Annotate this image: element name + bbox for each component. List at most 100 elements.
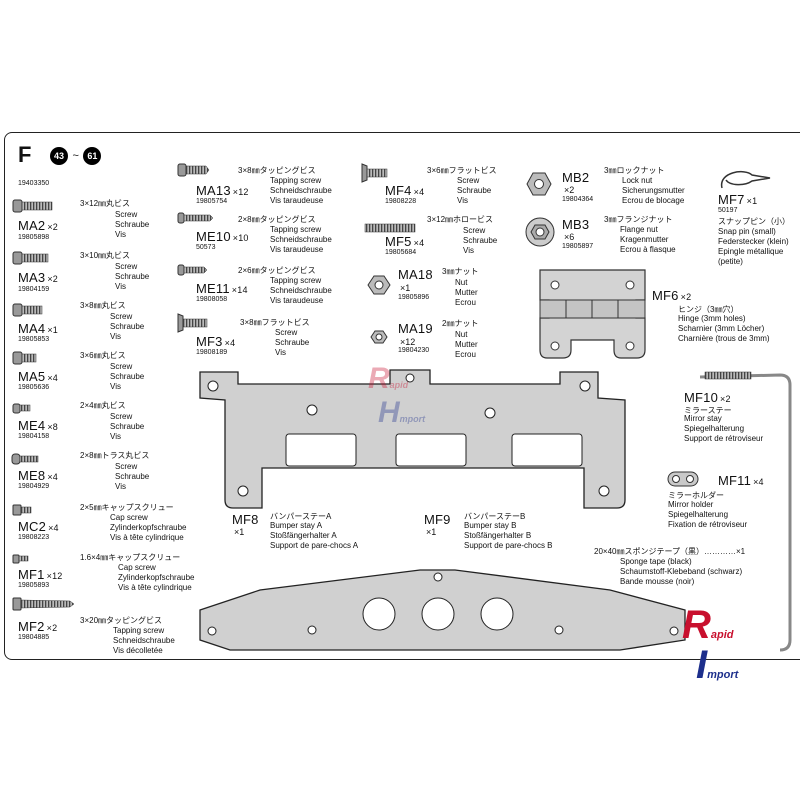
mf10-en: Mirror stay [684,414,722,423]
screw-ma13-icon [177,163,210,177]
screw-mc2-icon [12,504,32,516]
me8-code-line: ME8×4 [18,468,58,483]
mb3-qty: ×6 [564,232,575,242]
mf2-num: 19804885 [18,634,50,641]
mb3-code: MB3 [562,217,590,232]
wm-corner-w2: mport [707,669,739,681]
mf2-jp: 3×20㎜タッピングビス [80,616,163,625]
nut-ma18-icon [367,275,391,295]
ma2-en: Screw [115,210,138,219]
ma3-de: Schraube [115,272,150,281]
mf4-qty: ×4 [413,187,425,197]
step-separator: ~ [72,150,79,162]
wm-corner-i: I [696,643,708,687]
me11-qty: ×14 [231,285,248,295]
mf5-num: 19805684 [385,249,417,256]
mf6-jp: ヒンジ（3㎜穴） [678,305,739,314]
ma13-num: 19805754 [196,198,228,205]
me11-num: 19808058 [196,296,228,303]
mb2-jp: 3㎜ロックナット [604,166,665,175]
mf9-de: Stoßfängerhalter B [464,531,532,540]
me11-fr: Vis taraudeuse [270,296,324,305]
ma3-num: 19804159 [18,286,50,293]
mf1-jp: 1.6×4㎜キャップスクリュー [80,553,181,562]
mf8-code: MF8 [232,512,259,527]
mb3-de: Kragenmutter [620,235,669,244]
mf9-code: MF9 [424,512,451,527]
screw-me10-icon [177,212,214,224]
me8-qty: ×4 [47,472,59,482]
ma19-en: Nut [455,330,468,339]
mf5-qty: ×4 [413,238,425,248]
screw-me8-icon [11,453,39,465]
wm-corner-r: R [682,603,711,647]
mf7-en: Snap pin (small) [718,227,776,236]
mc2-fr: Vis à tête cylindrique [110,533,184,542]
me4-code-line: ME4×8 [18,418,58,433]
screw-mf4-icon [361,163,388,183]
wm-center-w1: apid [389,380,409,390]
mb2-qty: ×2 [564,185,575,195]
mf6-de: Scharnier (3mm Löcher) [678,324,765,333]
mf10-qty: ×2 [720,394,731,404]
ma5-de: Schraube [110,372,145,381]
me10-qty: ×10 [232,233,249,243]
nut-ma19-icon [370,330,388,344]
ma18-qty: ×1 [400,283,411,293]
wm-center-h: H [378,396,400,429]
ma2-num: 19805898 [18,234,50,241]
mf6-code: MF6 [652,288,679,303]
screw-ma4-icon [12,303,43,317]
mf1-fr: Vis à tête cylindrique [118,583,192,592]
ma4-de: Schraube [110,322,145,331]
ma2-code-line: MA2×2 [18,218,58,233]
ma5-code-line: MA5×4 [18,369,58,384]
mf4-code: MF4 [385,183,412,198]
mb2-fr: Ecrou de blocage [622,196,685,205]
me4-qty: ×8 [47,422,59,432]
nut-mb3-icon [525,217,555,247]
ma5-code: MA5 [18,369,46,384]
mf7-fr2: (petite) [718,257,743,266]
me8-code: ME8 [18,468,46,483]
mc2-num: 19808223 [18,534,50,541]
mf8-de: Stoßfängerhalter A [270,531,337,540]
section-letter: F [18,142,32,167]
ma13-code: MA13 [196,183,231,198]
me4-fr: Vis [110,432,121,441]
ma18-en: Nut [455,278,468,287]
ma19-fr: Ecrou [455,350,476,359]
wm-center-r: R [368,362,390,395]
ma2-de: Schraube [115,220,150,229]
mf3-code: MF3 [196,334,223,349]
mf5-jp: 3×12㎜ホロービス [427,215,494,224]
me8-de: Schraube [115,472,150,481]
screw-mf1-icon [12,554,29,564]
me11-code-line: ME11×14 [196,281,248,296]
mf7-de: Federstecker (klein) [718,237,789,246]
me4-en: Screw [110,412,133,421]
mb2-num: 19804364 [562,196,594,203]
me8-jp: 2×8㎜トラス丸ビス [80,451,150,460]
me4-jp: 2×4㎜丸ビス [80,401,126,410]
ma19-code: MA19 [398,321,433,336]
screw-mf5-icon [364,223,416,233]
mc2-qty: ×4 [48,523,59,533]
ma19-de: Mutter [455,340,478,349]
ma5-num: 19805636 [18,384,50,391]
wm-corner-w1: apid [710,629,734,641]
me11-code: ME11 [196,281,230,296]
me8-en: Screw [115,462,138,471]
